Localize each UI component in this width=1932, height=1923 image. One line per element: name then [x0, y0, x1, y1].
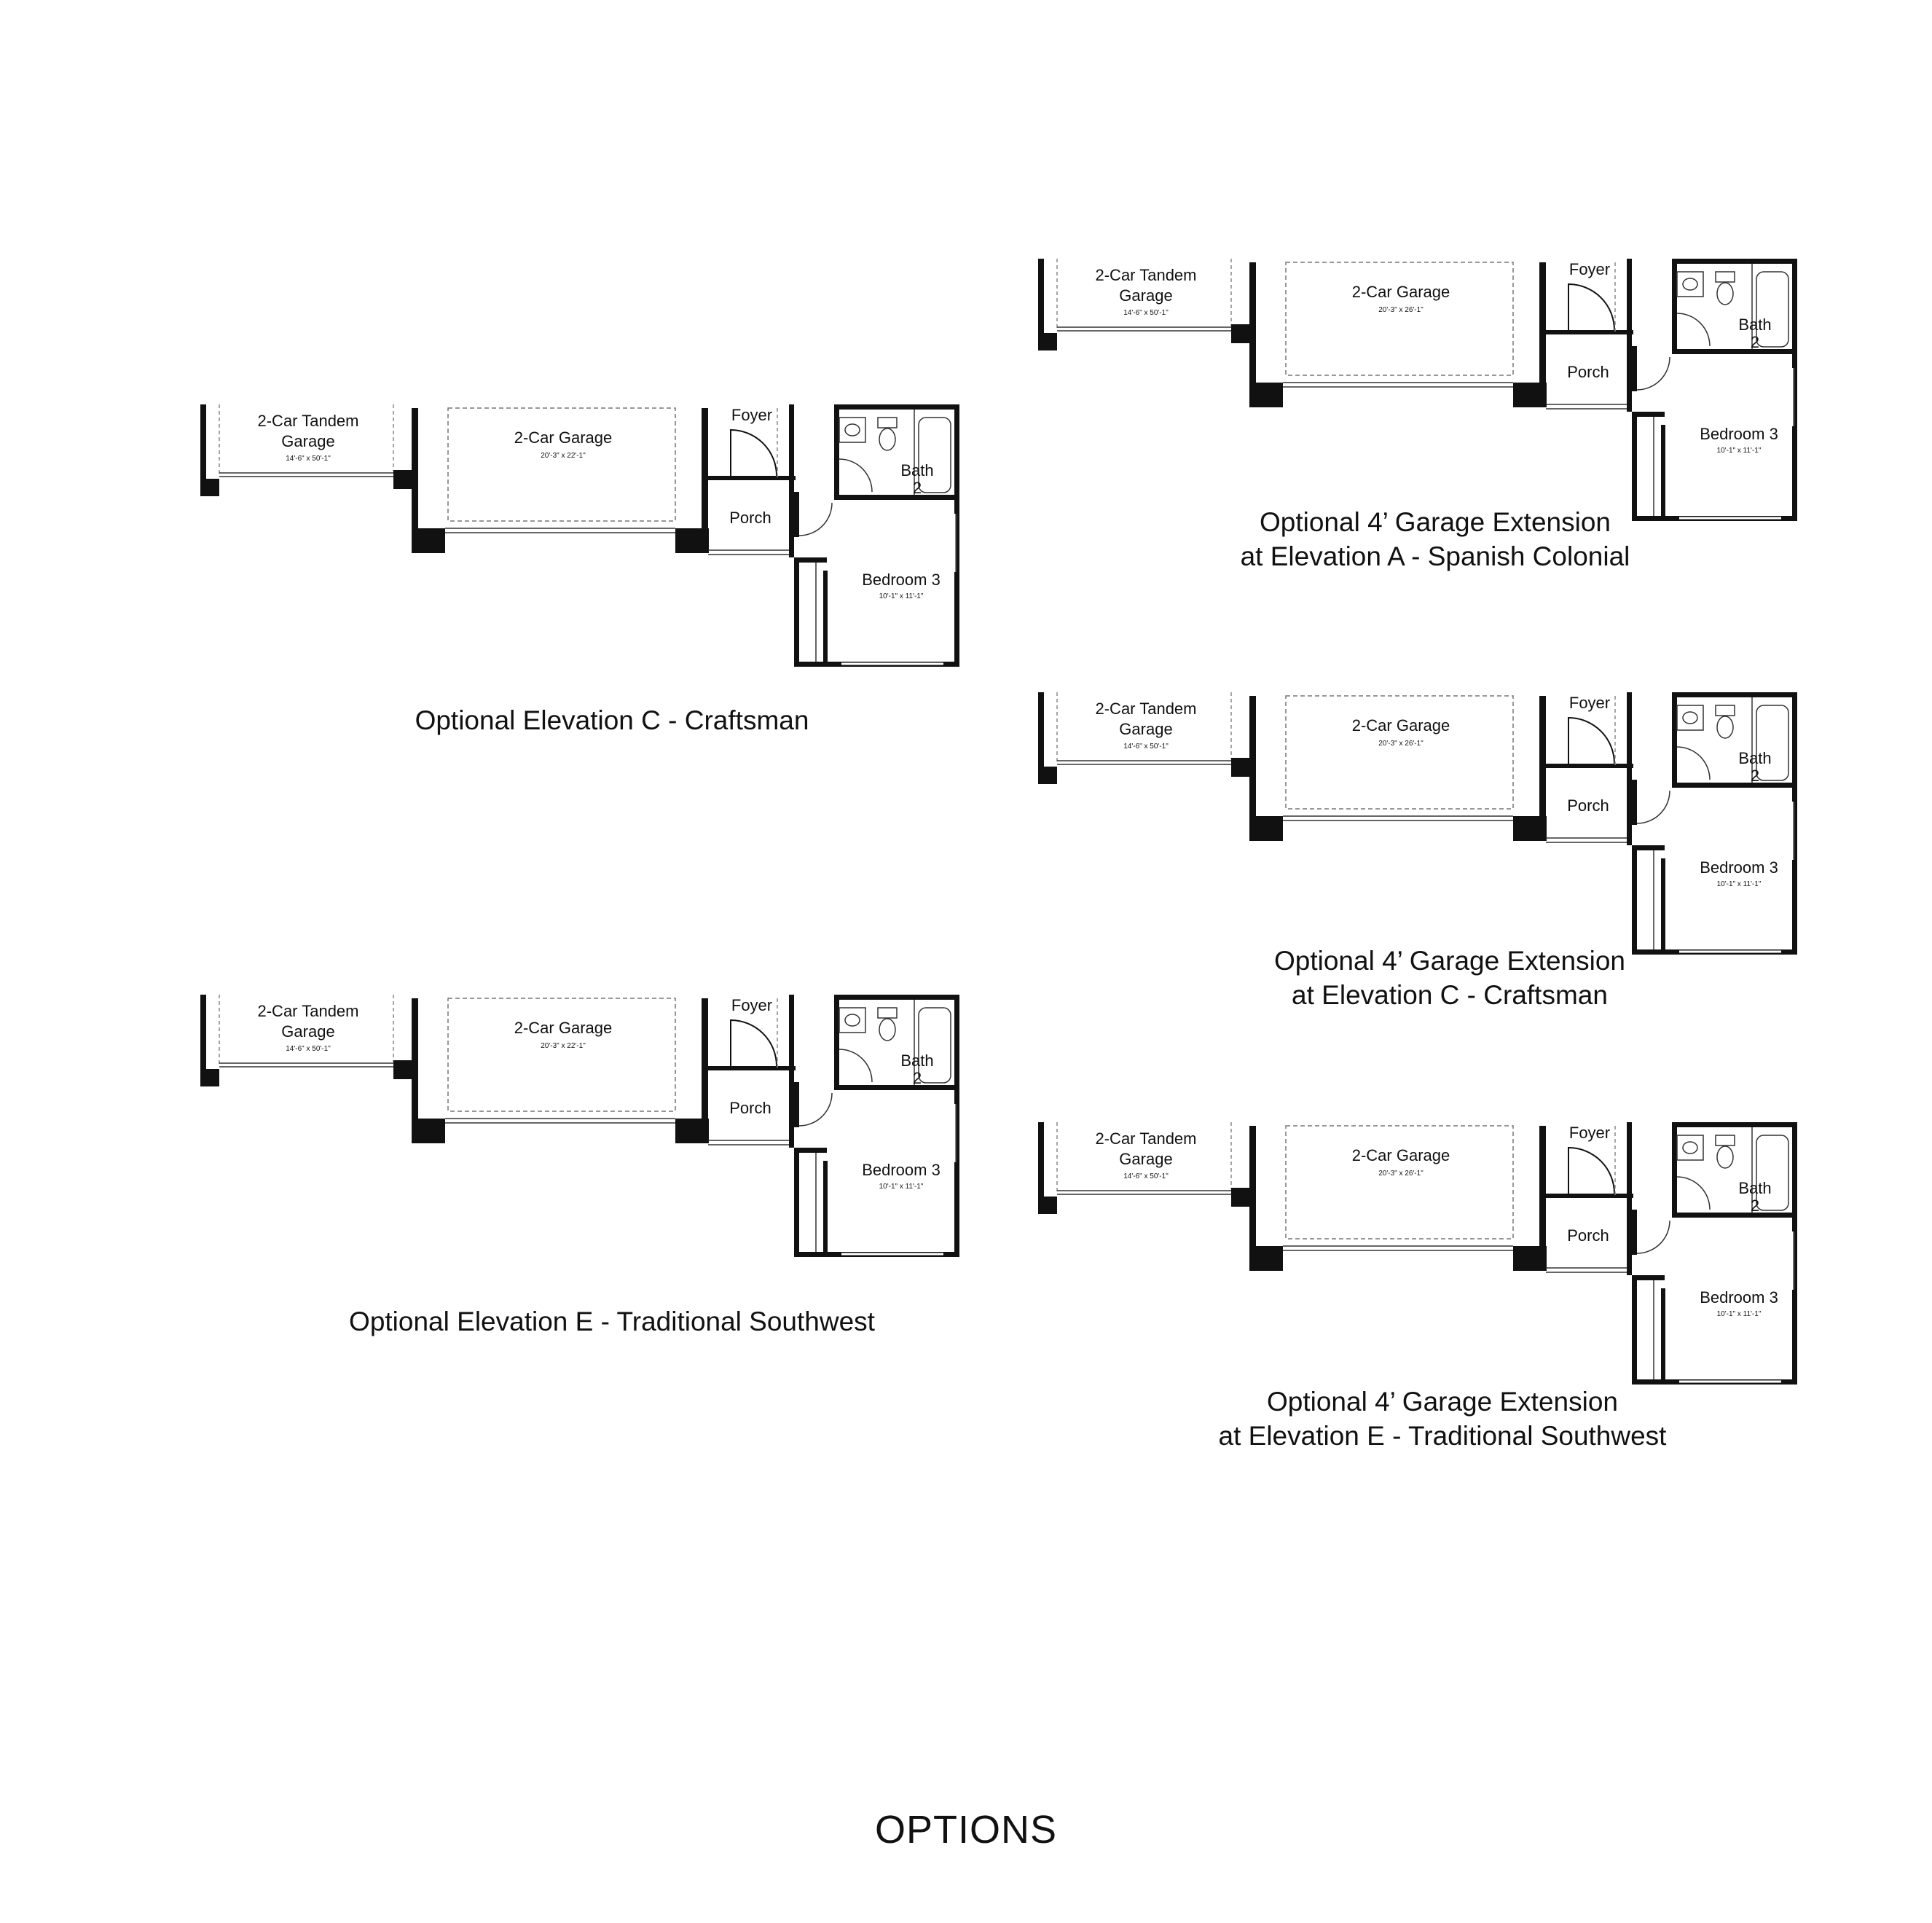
- room-label-tandem-garage-2: Garage: [281, 432, 334, 450]
- room-label-foyer: Foyer: [731, 996, 772, 1014]
- room-dims-garage: 20'-3" x 22'-1": [541, 1042, 586, 1050]
- room-dims-tandem-garage: 14'-6" x 50'-1": [286, 455, 331, 463]
- room-label-foyer: Foyer: [731, 406, 772, 424]
- room-dims-garage: 20'-3" x 26'-1": [1378, 1170, 1424, 1178]
- room-label-bath: Bath: [1738, 749, 1771, 767]
- room-label-garage: 2-Car Garage: [1352, 283, 1450, 301]
- room-dims-tandem-garage: 14'-6" x 50'-1": [1123, 1172, 1169, 1180]
- room-label-bath-number: 2: [913, 479, 922, 497]
- room-label-garage: 2-Car Garage: [1352, 1146, 1450, 1164]
- plan-caption-extension-elevation-c: Optional 4’ Garage Extension at Elevatio…: [1274, 946, 1625, 1010]
- floor-plan-extension-elevation-c: 2-Car Tandem Garage 14'-6" x 50'-1" 2-Ca…: [1037, 691, 1799, 956]
- room-label-bedroom: Bedroom 3: [1700, 858, 1778, 877]
- room-label-bath-number: 2: [1751, 767, 1759, 785]
- room-dims-garage: 20'-3" x 22'-1": [541, 452, 586, 460]
- room-label-bedroom: Bedroom 3: [1700, 1288, 1778, 1307]
- room-label-foyer: Foyer: [1569, 260, 1610, 278]
- room-label-porch: Porch: [1567, 363, 1609, 381]
- room-label-porch: Porch: [1567, 1226, 1609, 1245]
- room-label-bath: Bath: [900, 1051, 933, 1070]
- room-label-bath-number: 2: [913, 1069, 922, 1087]
- room-label-porch: Porch: [729, 1099, 771, 1117]
- room-label-bedroom: Bedroom 3: [1700, 425, 1778, 443]
- room-label-bath: Bath: [900, 461, 933, 479]
- room-label-bath-number: 2: [1751, 333, 1759, 351]
- room-label-tandem-garage-1: 2-Car Tandem: [1096, 700, 1197, 718]
- room-label-bedroom: Bedroom 3: [862, 571, 941, 589]
- floor-plan-extension-elevation-a: 2-Car Tandem Garage 14'-6" x 50'-1" 2-Ca…: [1037, 257, 1799, 522]
- room-label-bath-number: 2: [1751, 1197, 1759, 1215]
- room-dims-garage: 20'-3" x 26'-1": [1378, 740, 1424, 748]
- plan-caption-elevation-c: Optional Elevation C - Craftsman: [415, 705, 809, 735]
- room-dims-bedroom: 10'-1" x 11'-1": [879, 1183, 924, 1191]
- room-label-bath: Bath: [1738, 1179, 1771, 1197]
- room-label-foyer: Foyer: [1569, 694, 1610, 712]
- room-label-tandem-garage-1: 2-Car Tandem: [1096, 1129, 1197, 1148]
- room-label-tandem-garage-2: Garage: [1119, 286, 1172, 305]
- room-dims-tandem-garage: 14'-6" x 50'-1": [1123, 309, 1169, 317]
- room-label-tandem-garage-1: 2-Car Tandem: [258, 1002, 359, 1020]
- room-dims-garage: 20'-3" x 26'-1": [1378, 306, 1424, 314]
- room-label-bedroom: Bedroom 3: [862, 1161, 941, 1179]
- room-label-porch: Porch: [729, 509, 771, 527]
- room-label-porch: Porch: [1567, 796, 1609, 815]
- room-dims-bedroom: 10'-1" x 11'-1": [1717, 447, 1762, 455]
- room-label-foyer: Foyer: [1569, 1124, 1610, 1142]
- page-footer-title: OPTIONS: [874, 1808, 1058, 1852]
- room-label-tandem-garage-2: Garage: [1119, 1150, 1172, 1168]
- plan-caption-extension-elevation-a: Optional 4’ Garage Extension at Elevatio…: [1240, 507, 1630, 571]
- room-label-tandem-garage-1: 2-Car Tandem: [1096, 266, 1197, 284]
- plan-caption-extension-elevation-e: Optional 4’ Garage Extension at Elevatio…: [1218, 1387, 1667, 1451]
- room-dims-tandem-garage: 14'-6" x 50'-1": [1123, 743, 1169, 751]
- room-dims-bedroom: 10'-1" x 11'-1": [879, 592, 924, 600]
- room-dims-bedroom: 10'-1" x 11'-1": [1717, 880, 1762, 888]
- room-label-bath: Bath: [1738, 316, 1771, 334]
- floor-plan-elevation-e: 2-Car Tandem Garage 14'-6" x 50'-1" 2-Ca…: [199, 993, 961, 1258]
- plan-caption-elevation-e: Optional Elevation E - Traditional South…: [349, 1307, 875, 1336]
- room-label-tandem-garage-1: 2-Car Tandem: [258, 412, 359, 430]
- room-dims-bedroom: 10'-1" x 11'-1": [1717, 1310, 1762, 1318]
- floor-plan-extension-elevation-e: 2-Car Tandem Garage 14'-6" x 50'-1" 2-Ca…: [1037, 1121, 1799, 1386]
- room-label-tandem-garage-2: Garage: [281, 1022, 334, 1041]
- room-label-tandem-garage-2: Garage: [1119, 720, 1172, 738]
- room-label-garage: 2-Car Garage: [514, 1019, 613, 1037]
- room-label-garage: 2-Car Garage: [1352, 716, 1450, 735]
- room-label-garage: 2-Car Garage: [514, 428, 613, 447]
- floor-plan-elevation-c: 2-Car Tandem Garage 14'-6" x 50'-1" 2-Ca…: [199, 403, 961, 668]
- room-dims-tandem-garage: 14'-6" x 50'-1": [286, 1045, 331, 1053]
